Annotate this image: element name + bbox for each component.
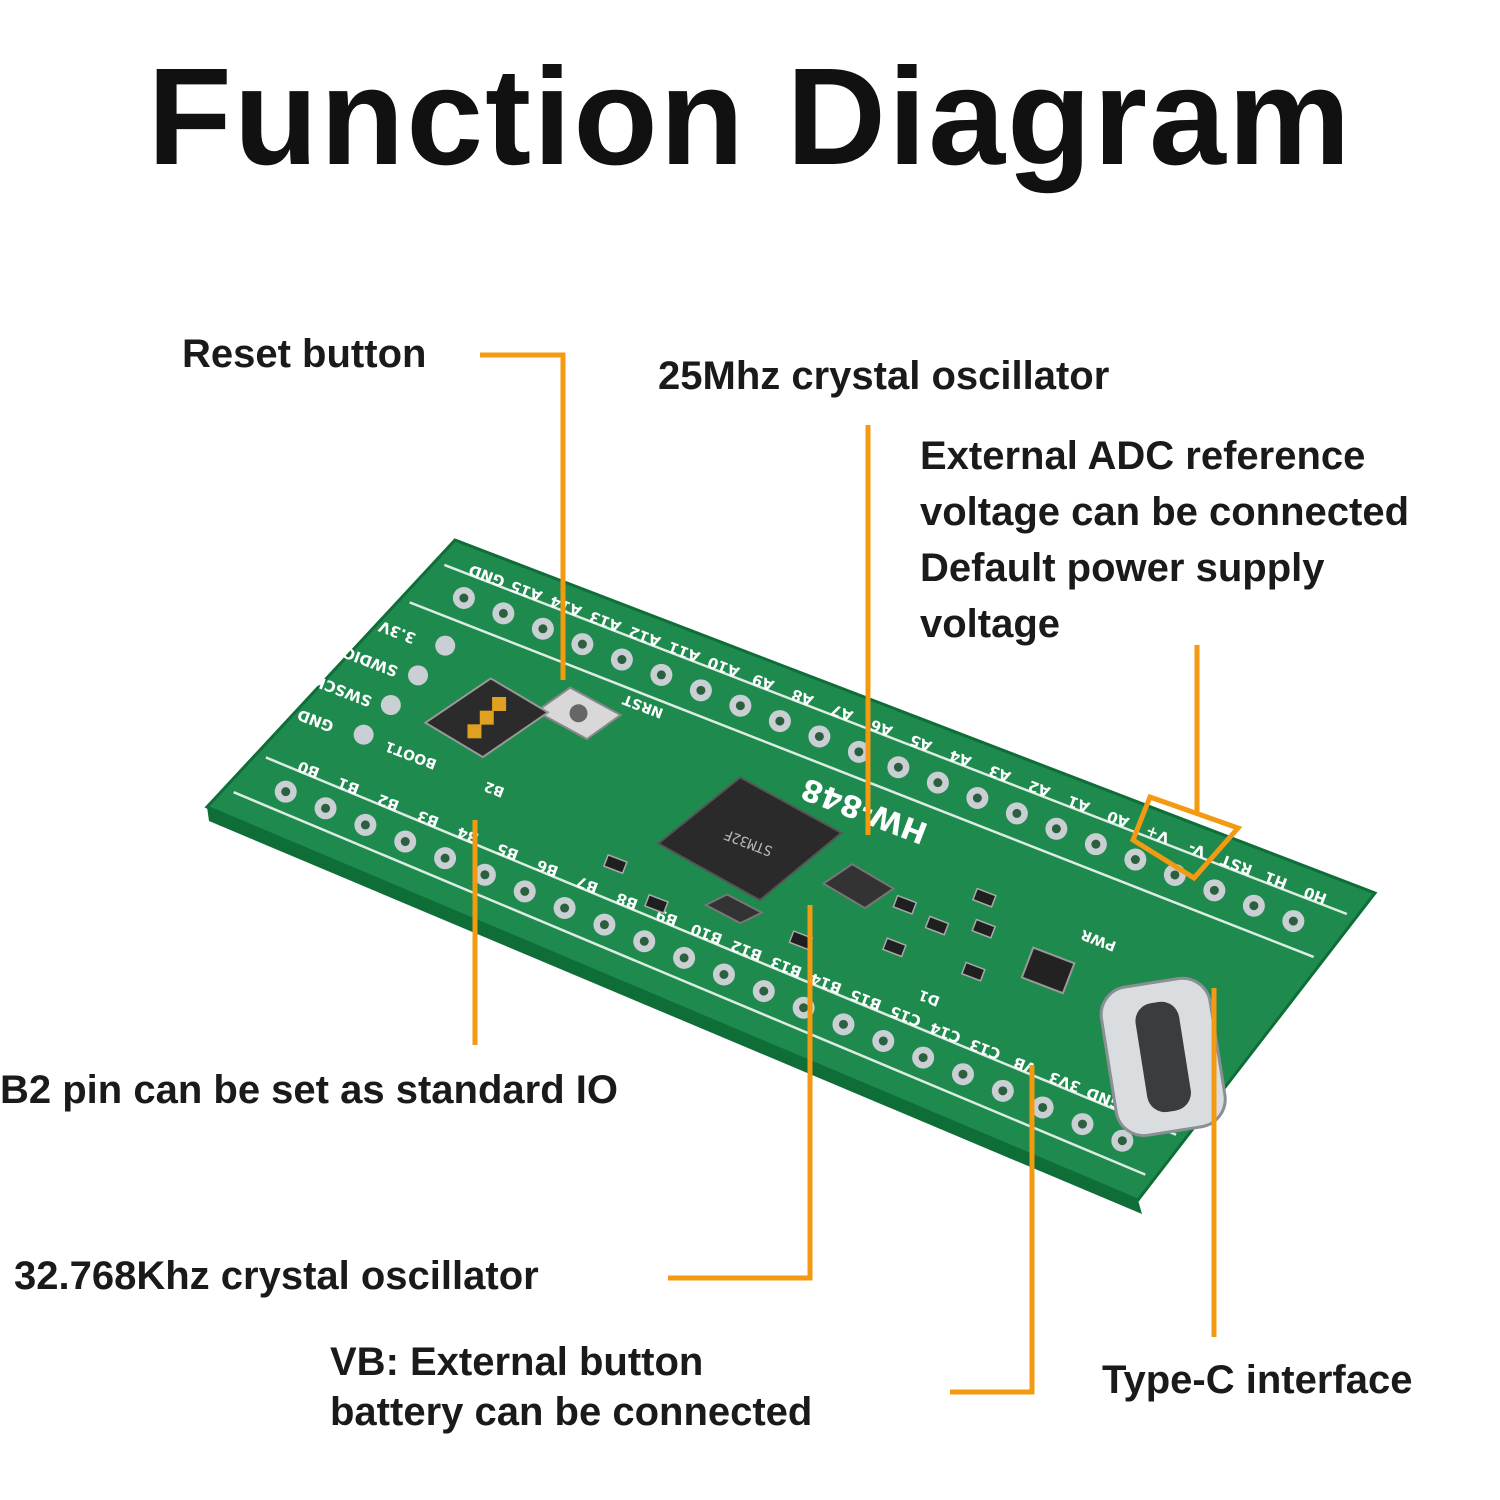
top-pin-hole [577, 639, 587, 649]
bottom-pin-hole [440, 853, 450, 863]
bottom-pin-hole [1117, 1136, 1127, 1146]
top-pin-hole [498, 608, 508, 618]
bottom-pin-hole [560, 903, 570, 913]
callout-25mhz-crystal: 25Mhz crystal oscillator [658, 354, 1110, 398]
dip-slider [467, 724, 482, 739]
top-pin-hole [814, 731, 824, 741]
callout-type-c: Type-C interface [1102, 1358, 1413, 1402]
top-pin-hole [854, 747, 864, 757]
top-pin-hole [656, 670, 666, 680]
top-pin-hole [1288, 916, 1298, 926]
smd-component [960, 961, 986, 982]
bottom-pin-hole [958, 1069, 968, 1079]
callout-reset-button: Reset button [182, 332, 427, 376]
smd-component [881, 937, 907, 958]
reset-button-cap [569, 704, 588, 723]
bottom-pin-hole [1038, 1102, 1048, 1112]
top-pin-hole [735, 701, 745, 711]
callout-adc-line-1: External ADC reference [920, 434, 1366, 478]
callout-b2-pin: B2 pin can be set as standard IO [0, 1068, 618, 1112]
bottom-pin-hole [639, 936, 649, 946]
crystal-25mhz [821, 863, 896, 910]
smd-component [924, 915, 950, 936]
top-pin-hole [1209, 885, 1219, 895]
top-pin-hole [696, 685, 706, 695]
bottom-pin-hole [480, 870, 490, 880]
callout-adc-reference: External ADC reference voltage can be co… [920, 428, 1409, 652]
callout-vb-battery: VB: External button battery can be conne… [330, 1337, 812, 1437]
top-pin-hole [1051, 824, 1061, 834]
usb-type-c-port [1135, 1001, 1191, 1113]
callout-adc-line-2: voltage can be connected [920, 490, 1410, 534]
page-title: Function Diagram [147, 40, 1353, 194]
bottom-pin-hole [838, 1019, 848, 1029]
bottom-pin-hole [799, 1003, 809, 1013]
top-pin-hole [1130, 855, 1140, 865]
bottom-pin-hole [878, 1036, 888, 1046]
bottom-pin-hole [759, 986, 769, 996]
bottom-pin-hole [360, 820, 370, 830]
bottom-pin-hole [400, 837, 410, 847]
mcu-chip [656, 776, 844, 902]
silk-label: D1 [917, 986, 943, 1009]
bottom-pin-hole [1077, 1119, 1087, 1129]
bottom-pin-hole [719, 970, 729, 979]
top-pin-hole [1091, 839, 1101, 849]
smd-component [643, 893, 669, 915]
voltage-regulator [1020, 946, 1076, 995]
top-pin-hole [617, 655, 627, 665]
callout-vb-line-1: VB: External button [330, 1340, 704, 1384]
bottom-pin-hole [599, 920, 609, 930]
top-pin-hole [972, 793, 982, 803]
callout-adc-line-4: voltage [920, 602, 1061, 646]
dip-slider [479, 710, 494, 725]
debug-pad [353, 724, 374, 745]
top-pin-hole [459, 593, 469, 603]
smd-component [971, 918, 997, 939]
debug-pad [380, 695, 401, 716]
top-pin-hole [1170, 870, 1180, 880]
top-pin-hole [775, 716, 785, 726]
top-pin-hole [1012, 808, 1022, 818]
smd-component [971, 887, 997, 908]
bottom-pin-hole [321, 803, 331, 813]
bottom-pin-hole [679, 953, 689, 963]
callout-adc-line-3: Default power supply [920, 546, 1325, 590]
silk-label: B2 [482, 777, 507, 799]
top-pin-hole [1249, 901, 1259, 911]
smd-component [602, 853, 628, 875]
top-pin-hole [538, 624, 548, 634]
bottom-pin-hole [998, 1086, 1008, 1096]
debug-pad [435, 635, 456, 656]
callout-vb-line-2: battery can be connected [330, 1390, 813, 1434]
top-pin-hole [933, 778, 943, 788]
smd-component [892, 894, 918, 915]
debug-pad [408, 665, 429, 686]
bottom-pin-hole [918, 1053, 928, 1063]
callout-32768khz-crystal: 32.768Khz crystal oscillator [14, 1254, 539, 1298]
top-pin-hole [893, 762, 903, 772]
bottom-pin-hole [281, 787, 291, 797]
bottom-pin-hole [520, 886, 530, 896]
dip-slider [492, 696, 507, 711]
